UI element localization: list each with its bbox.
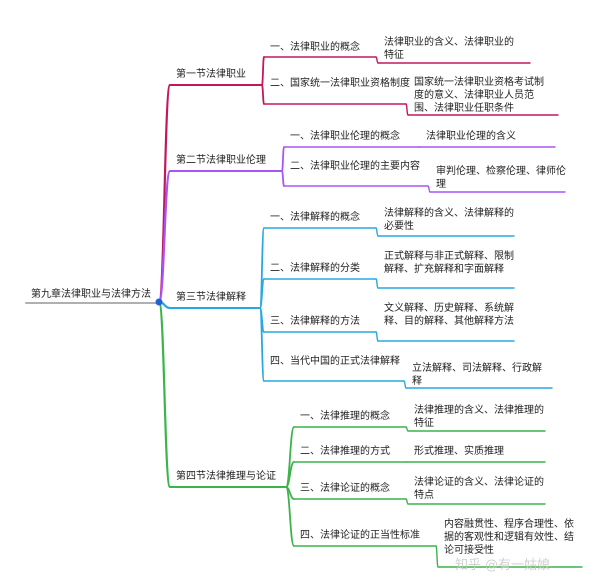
detail-text: 法律论证的含义、法律论证的特点 [414,477,544,501]
detail-text: 立法解释、司法解释、行政解释 [412,363,542,387]
item-label: 四、当代中国的正式法律解释 [270,356,400,367]
item-label: 一、法律职业伦理的概念 [290,131,400,142]
section-connector [157,169,172,304]
item-connector [261,84,265,105]
item-connector [281,146,285,172]
detail-connector [375,56,379,64]
item-label: 三、法律解释的方法 [270,316,360,327]
detail-text: 文义解释、历史解释、系统解释、目的解释、其他解释方法 [384,303,514,327]
root-topic: 第九章法律职业与法律方法 [31,289,151,300]
detail-connector [405,103,409,116]
section-title: 第一节法律职业 [176,69,246,80]
item-label: 四、法律论证的正当性标准 [300,530,420,541]
section-title: 第四节法律推理与论证 [176,471,276,482]
item-label: 三、法律论证的概念 [300,483,390,494]
item-label: 二、法律解释的分类 [270,263,360,274]
item-connector [261,56,265,86]
item-connector [285,486,295,547]
item-label: 一、法律职业的概念 [270,42,360,53]
detail-connector [403,380,407,389]
detail-connector [375,278,379,289]
detail-text: 法律职业的含义、法律职业的特征 [384,37,514,61]
item-connector [259,278,265,309]
detail-connector [405,498,409,505]
detail-text: 内容融贯性、程序合理性、依据的客观性和逻辑有效性、结论可接受性 [444,519,574,556]
section-title: 第二节法律职业伦理 [176,155,266,166]
item-label: 二、法律推理的方式 [300,446,390,457]
detail-text: 法律解释的含义、法律解释的必要性 [384,208,514,232]
detail-connector [375,227,379,237]
item-label: 二、国家统一法律职业资格制度 [270,78,410,89]
detail-connector [375,331,379,342]
detail-text: 法律推理的含义、法律推理的特征 [414,405,544,429]
item-label: 一、法律解释的概念 [270,212,360,223]
section-connector [157,83,172,304]
item-connector [285,461,295,488]
item-connector [281,170,285,187]
detail-connector [427,185,431,193]
detail-text: 正式解释与非正式解释、限制解释、扩充解释和字面解释 [384,251,514,275]
section-connector [157,300,172,489]
section-title: 第三节法律解释 [176,292,246,303]
root-node-dot [155,298,163,306]
item-connector [259,307,265,382]
watermark: 知乎 @有一姑娘 [455,558,551,573]
detail-connector [435,545,439,568]
detail-text: 形式推理、实质推理 [414,446,504,457]
item-label: 一、法律推理的概念 [300,411,390,422]
item-label: 二、法律职业伦理的主要内容 [290,161,420,172]
detail-text: 审判伦理、检察伦理、律师伦理 [436,166,566,190]
detail-text: 国家统一法律职业资格考试制度的意义、法律职业人员范围、法律职业任职条件 [414,77,544,114]
detail-text: 法律职业伦理的含义 [426,131,516,142]
